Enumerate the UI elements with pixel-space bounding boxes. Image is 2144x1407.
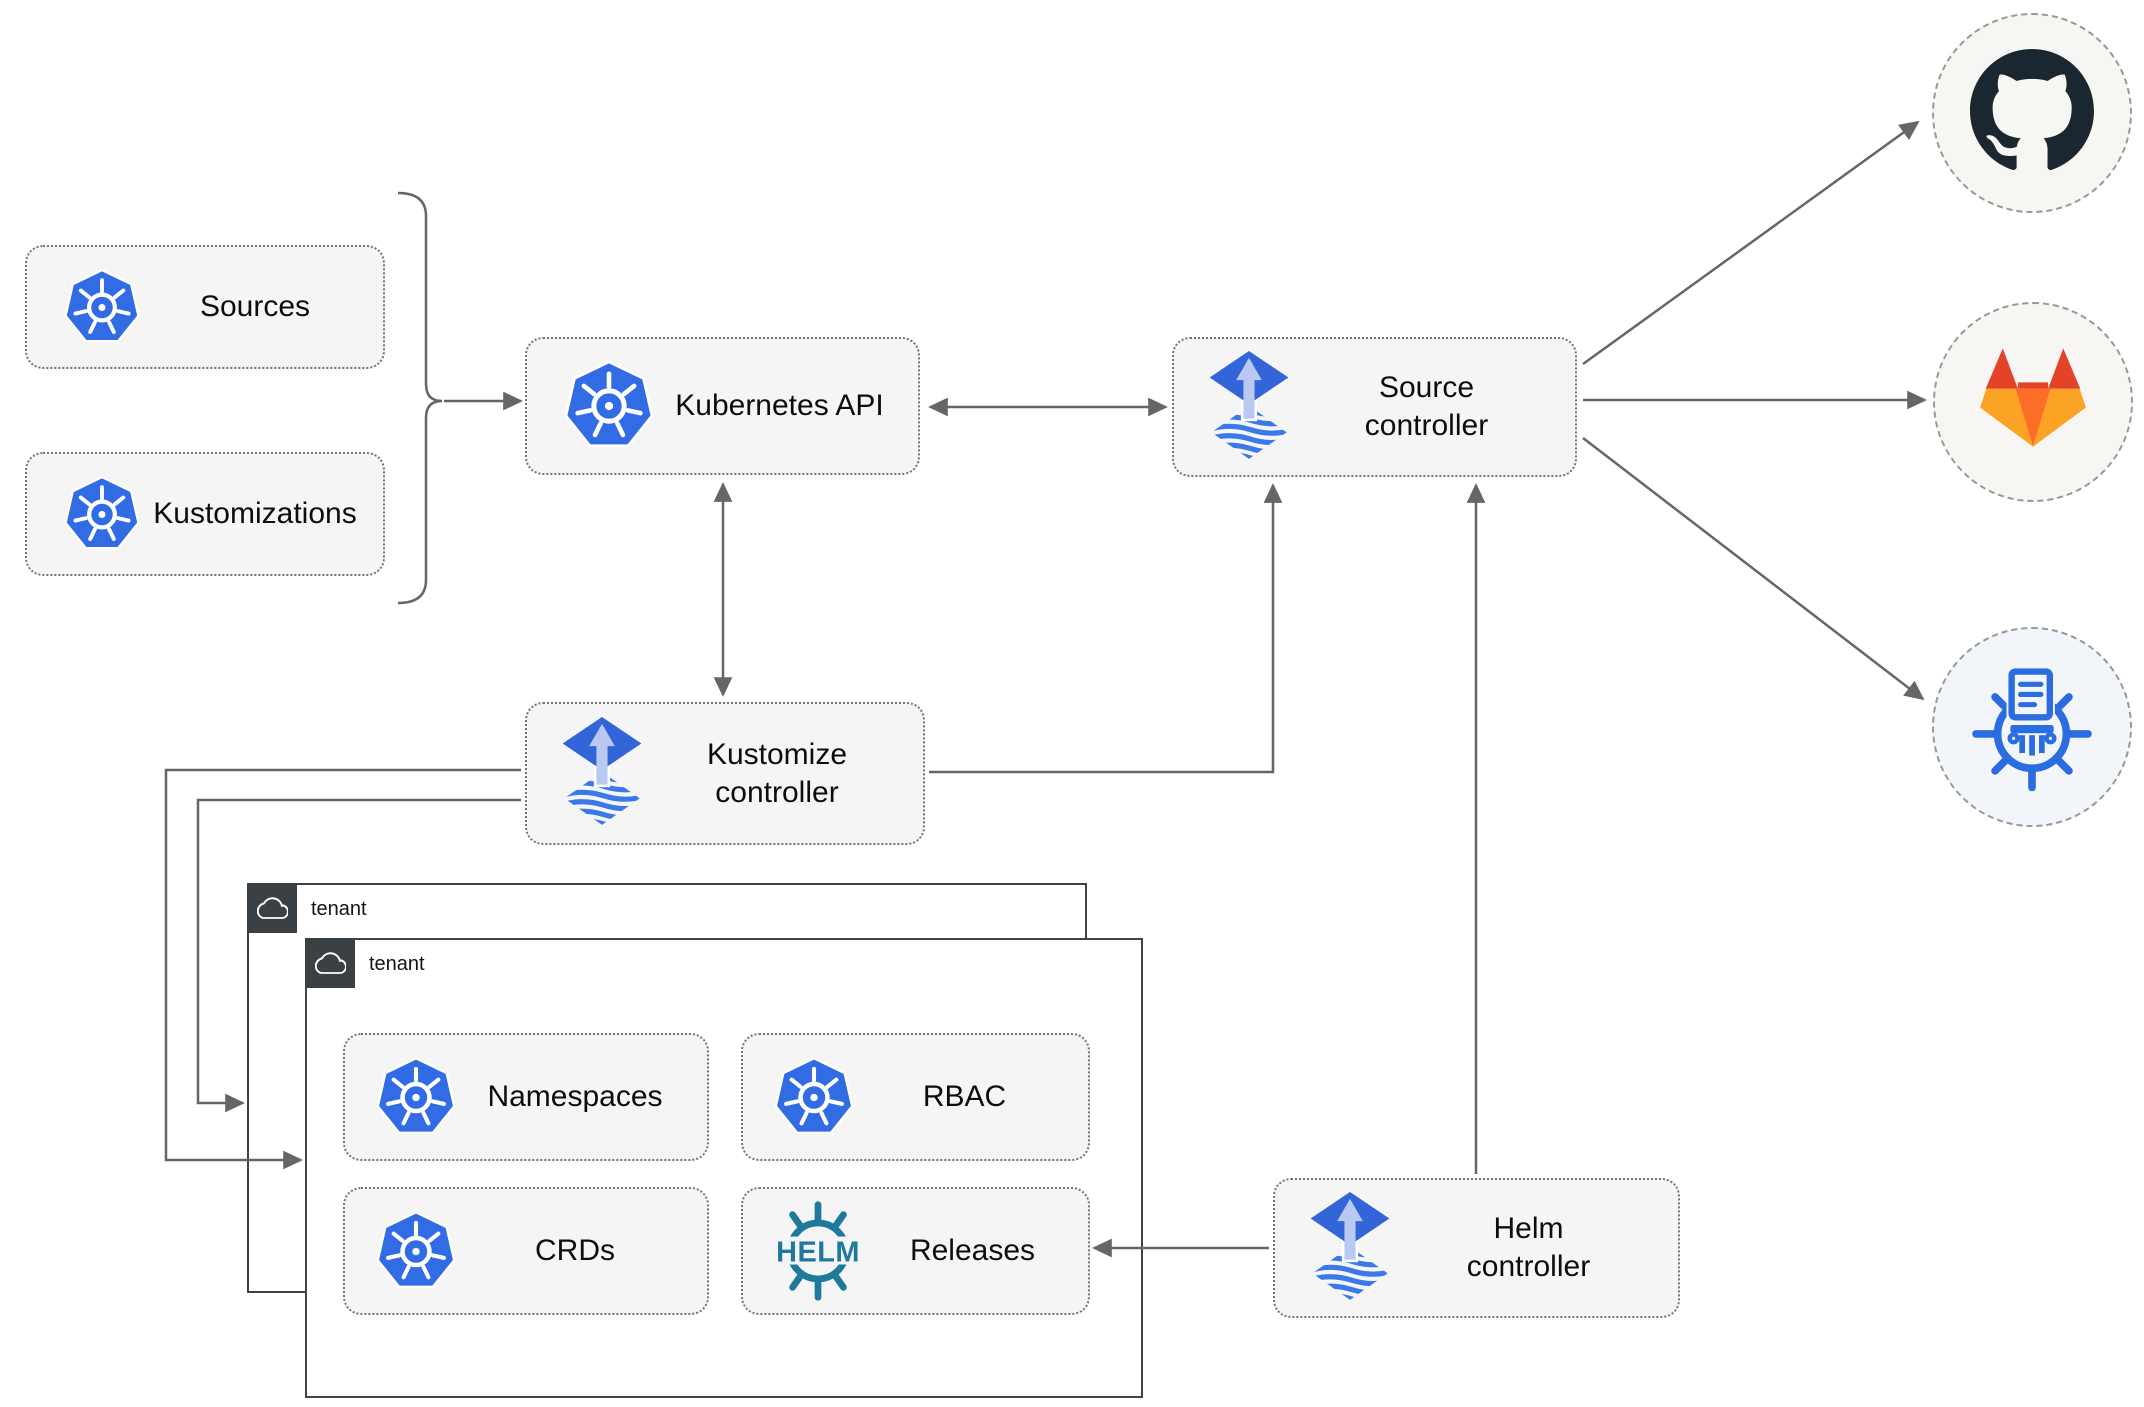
arrow-source-to-chart-repository: [1582, 437, 1925, 701]
kubernetes-icon: [563, 358, 655, 454]
tenant-header: [247, 883, 297, 933]
cloud-icon: [315, 948, 346, 979]
source-controller-label: Source controller: [1364, 371, 1489, 442]
gitlab-icon: [1970, 342, 2096, 463]
cloud-icon: [257, 893, 288, 924]
kubernetes-icon: [375, 1055, 457, 1140]
kubernetes-api-label: Kubernetes API: [675, 389, 884, 422]
github-icon: [1970, 48, 2094, 178]
kustomize-controller-box: Kustomize controller: [525, 702, 925, 845]
kustomizations-box: Kustomizations: [25, 452, 385, 576]
kubernetes-icon: [375, 1209, 457, 1294]
tenant-box-front: tenant: [305, 938, 1143, 1398]
kustomizations-label: Kustomizations: [153, 497, 357, 530]
github-node: [1932, 13, 2132, 213]
kubernetes-api-box: Kubernetes API: [525, 337, 920, 475]
crds-box: CRDs: [343, 1187, 709, 1315]
flux-icon: [1206, 351, 1292, 464]
gitlab-node: [1933, 302, 2133, 502]
sources-label: Sources: [199, 290, 311, 323]
namespaces-box: Namespaces: [343, 1033, 709, 1161]
flux-icon: [1307, 1192, 1393, 1305]
chartmuseum-icon: [1962, 655, 2102, 800]
arrow-kustomize-to-source-controller: [929, 483, 1283, 774]
kubernetes-icon: [773, 1055, 855, 1140]
flux-icon: [559, 717, 645, 830]
brace-group: [397, 191, 443, 605]
rbac-box: RBAC: [741, 1033, 1090, 1161]
kubernetes-icon: [63, 267, 141, 348]
helm-logo-text: HELM: [776, 1237, 860, 1269]
rbac-label: RBAC: [922, 1080, 1007, 1113]
helm-controller-box: Helm controller: [1273, 1178, 1680, 1318]
crds-label: CRDs: [535, 1234, 615, 1267]
source-controller-box: Source controller: [1172, 337, 1577, 477]
sources-box: Sources: [25, 245, 385, 369]
helm-icon: HELM: [765, 1198, 871, 1304]
tenant-header: [305, 938, 355, 988]
releases-box: HELM Releases: [741, 1187, 1090, 1315]
chart-repository-node: [1932, 627, 2132, 827]
tenant-label: tenant: [311, 898, 367, 920]
kubernetes-icon: [63, 474, 141, 555]
helm-controller-label: Helm controller: [1466, 1212, 1591, 1283]
tenant-label: tenant: [369, 953, 425, 975]
arrow-source-to-github: [1582, 120, 1920, 366]
releases-label: Releases: [909, 1234, 1036, 1267]
namespaces-label: Namespaces: [487, 1080, 663, 1113]
kustomize-controller-label: Kustomize controller: [706, 737, 848, 809]
